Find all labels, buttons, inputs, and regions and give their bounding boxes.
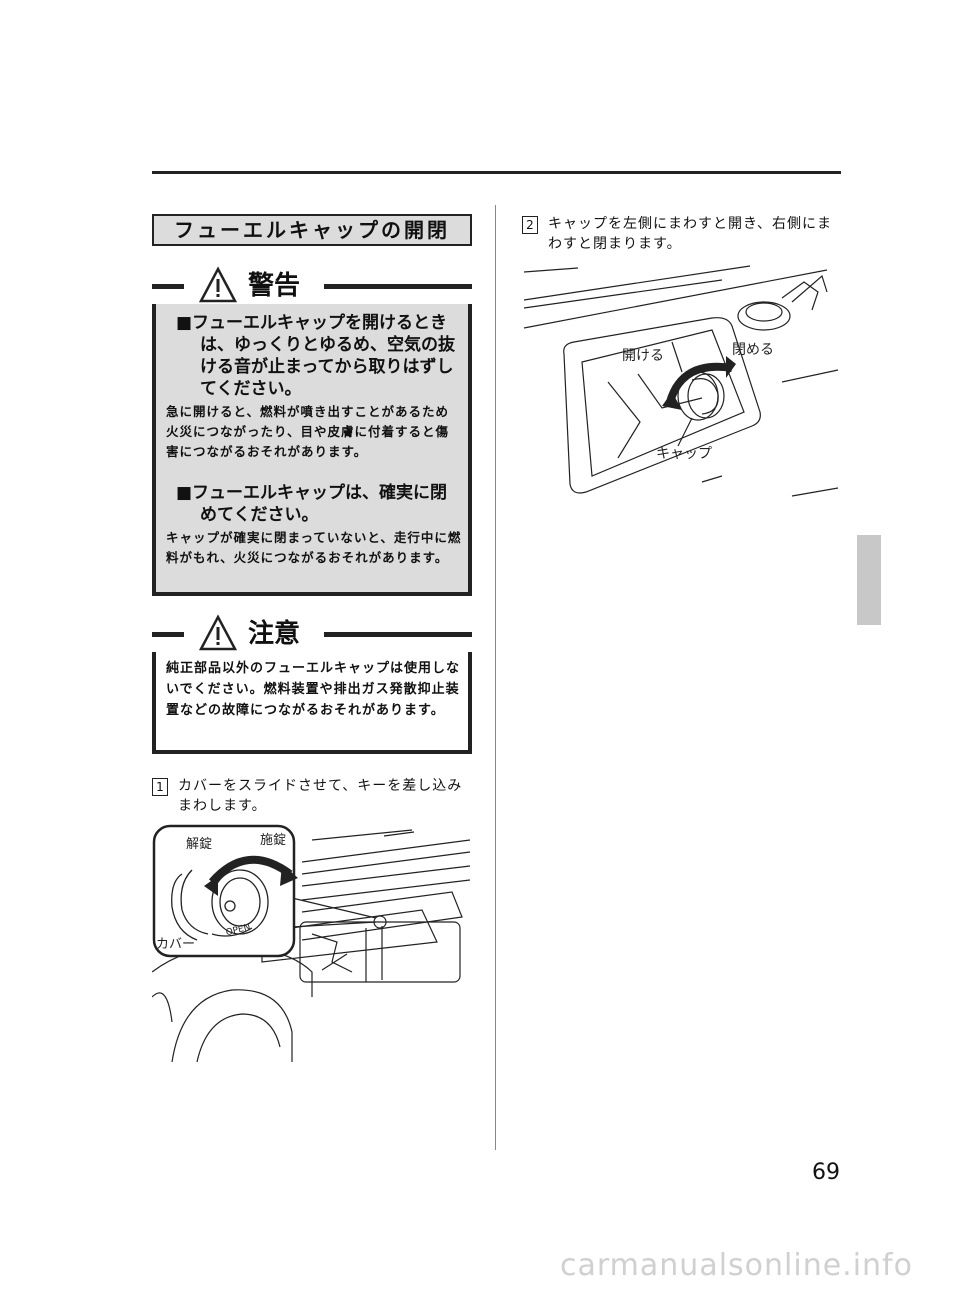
page-number: 69 [812,1160,840,1185]
warning-box: 警告 ■フューエルキャップを開けるときは、ゆっくりとゆるめ、空気の抜ける音が止ま… [152,266,472,596]
column-divider [495,205,496,1150]
step-1-number: 1 [152,778,168,796]
label-open-cap: 開ける [622,348,664,364]
caution-label: 注意 [248,619,301,649]
warning-heading-1: ■フューエルキャップを開けるときは、ゆっくりとゆるめ、空気の抜ける音が止まってか… [176,313,455,399]
step-2: 2 キャップを左側にまわすと開き、右側にまわすと閉まります。 [522,214,846,258]
caution-text: 純正部品以外のフューエルキャップは使用しないでください。燃料装置や排出ガス発散抑… [166,661,461,718]
warning-triangle-icon [198,266,238,303]
label-cap: キャップ [656,446,712,462]
warning-text-2: キャップが確実に閉まっていないと、走行中に燃料がもれ、火災につながるおそれがあり… [166,530,462,565]
label-close-cap: 閉める [732,342,774,358]
rotate-arrow [208,855,293,885]
warning-heading-2: ■フューエルキャップは、確実に閉めてください。 [176,483,448,525]
step-1-text: カバーをスライドさせて、キーを差し込みまわします。 [178,778,463,814]
section-title: フューエルキャップの開閉 [152,214,472,246]
warning-header: 警告 [152,266,472,306]
label-cover: カバー [156,937,195,952]
caution-body: 純正部品以外のフューエルキャップは使用しないでください。燃料装置や排出ガス発散抑… [152,652,472,754]
figure-fuel-cap: 開ける 閉める キャップ [523,265,839,497]
chapter-tab [857,535,881,625]
step-2-text: キャップを左側にまわすと開き、右側にまわすと閉まります。 [548,216,833,252]
caution-header: 注意 [152,614,472,654]
warning-label: 警告 [248,271,301,301]
caution-box: 注意 純正部品以外のフューエルキャップは使用しないでください。燃料装置や排出ガス… [152,614,472,758]
warning-body: ■フューエルキャップを開けるときは、ゆっくりとゆるめ、空気の抜ける音が止まってか… [152,304,472,596]
step-1: 1 カバーをスライドさせて、キーを差し込みまわします。 [152,776,472,820]
step-2-number: 2 [522,216,538,234]
open-close-arrow [666,362,733,404]
top-rule [152,171,841,174]
watermark: carmanualsonline.info [560,1248,913,1283]
label-lock: 施錠 [260,833,286,848]
label-unlock: 解錠 [186,837,212,852]
warning-text-1: 急に開けると、燃料が噴き出すことがあるため火災につながったり、目や皮膚に付着する… [166,404,450,459]
caution-triangle-icon [198,614,238,651]
figure-fuel-lid-key: 解錠 施錠 カバー OPEN [152,824,471,1063]
